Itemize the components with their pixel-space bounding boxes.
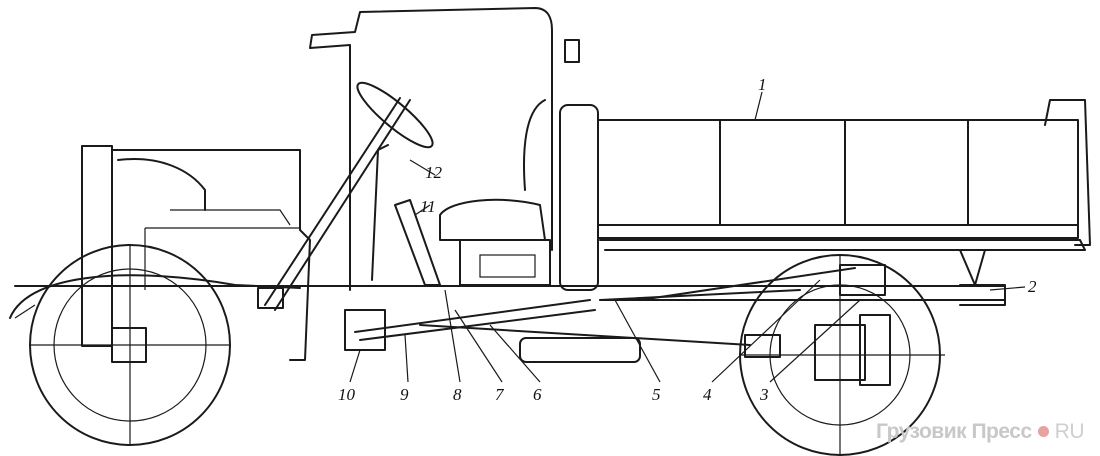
watermark-suffix: RU [1054, 420, 1085, 443]
callout-1: 1 [758, 75, 767, 94]
steering-wheel [356, 81, 434, 149]
cab [309, 7, 553, 291]
watermark: Грузовик Пресс RU [876, 420, 1085, 444]
tank [559, 104, 599, 291]
radiator [81, 145, 113, 347]
callout-12: 12 [425, 163, 443, 182]
callout-9: 9 [400, 385, 409, 404]
callout-3: 3 [759, 385, 769, 404]
front-fender [9, 274, 301, 319]
watermark-brand: Грузовик Пресс [876, 420, 1032, 443]
leader-lines [349, 91, 1026, 383]
callout-11: 11 [420, 197, 436, 216]
muffler [519, 337, 641, 363]
callout-7: 7 [495, 385, 505, 404]
front-wheel [29, 244, 231, 446]
callout-10: 10 [338, 385, 356, 404]
dump-body [597, 99, 1091, 251]
callout-8: 8 [453, 385, 462, 404]
engine-hood [111, 149, 311, 361]
callout-6: 6 [533, 385, 542, 404]
seat [439, 198, 546, 241]
driveline [344, 264, 886, 363]
callout-2: 2 [1028, 277, 1037, 296]
steering-column [264, 97, 401, 306]
callout-4: 4 [703, 385, 712, 404]
watermark-dot-icon [1037, 425, 1049, 437]
callout-5: 5 [652, 385, 661, 404]
